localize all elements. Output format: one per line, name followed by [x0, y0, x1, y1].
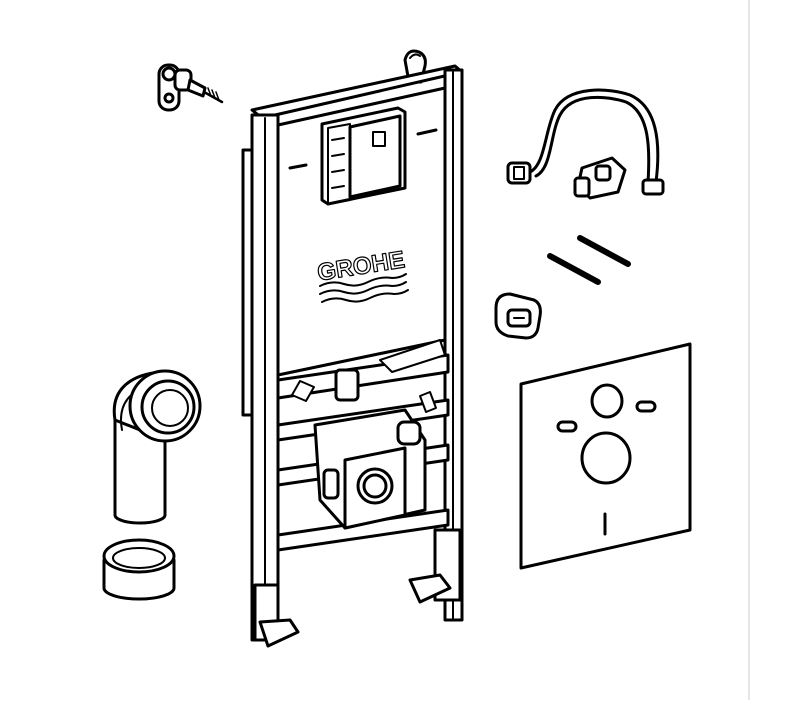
cable-grommet-icon: [494, 292, 542, 340]
wall-bracket-icon: [157, 63, 224, 112]
installation-frame-icon: GROHE: [241, 49, 464, 648]
soundproof-mat-icon: [519, 342, 692, 570]
connector-sleeve-icon: [102, 538, 176, 601]
drain-bend-icon: [112, 369, 202, 525]
supply-hose-icon: [506, 88, 665, 200]
fixing-rods-icon: [547, 235, 631, 285]
